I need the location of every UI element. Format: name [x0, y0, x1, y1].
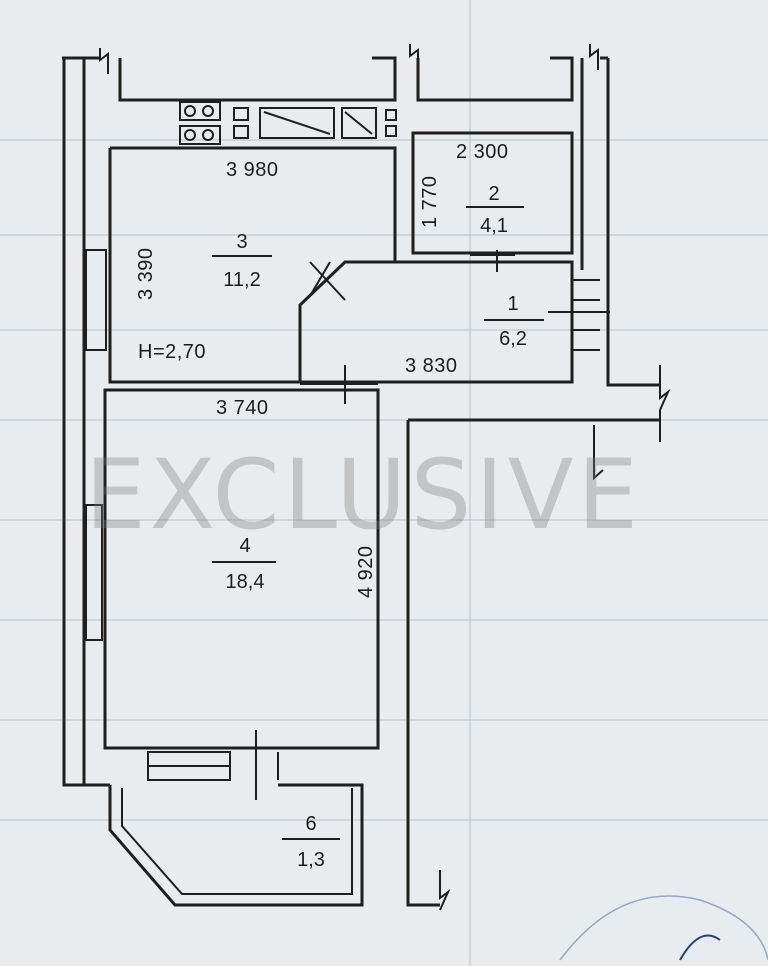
- room-6-number: 6: [305, 813, 316, 835]
- room-labels: 1 6,2 2 4,1 3 11,2 4 18,4 6 1,3 H=2,70: [138, 183, 544, 871]
- stamp-mark: [559, 895, 768, 961]
- room-3-area: 11,2: [223, 269, 260, 291]
- dimension-labels: 3 980 3 390 2 300 1 770 3 830 3 740 4 92…: [135, 141, 509, 598]
- dim-room3-width: 3 980: [226, 159, 279, 181]
- room-3: [85, 146, 397, 384]
- room-6-area: 1,3: [297, 849, 325, 871]
- outer-walls: [62, 44, 671, 911]
- dim-room1-width: 3 830: [405, 355, 458, 377]
- room-1-number: 1: [507, 293, 518, 315]
- room-4: [85, 383, 380, 800]
- dim-room2-width: 2 300: [456, 141, 509, 163]
- room-2-number: 2: [488, 183, 499, 205]
- room-6: [108, 783, 364, 907]
- room-2-area: 4,1: [480, 215, 508, 237]
- dim-room3-height: 3 390: [135, 247, 157, 300]
- dim-room2-height: 1 770: [419, 175, 441, 228]
- room-1: [300, 250, 610, 404]
- ceiling-height: H=2,70: [138, 341, 206, 363]
- dim-room4-height: 4 920: [355, 545, 377, 598]
- room-1-area: 6,2: [499, 328, 527, 350]
- room-4-number: 4: [239, 535, 250, 557]
- kitchen-appliances: [179, 101, 397, 145]
- room-3-number: 3: [236, 231, 247, 253]
- watermark: EXCLUSIVE: [85, 439, 642, 551]
- dim-room4-width: 3 740: [216, 397, 269, 419]
- room-4-area: 18,4: [226, 571, 265, 593]
- room-2: [411, 131, 574, 255]
